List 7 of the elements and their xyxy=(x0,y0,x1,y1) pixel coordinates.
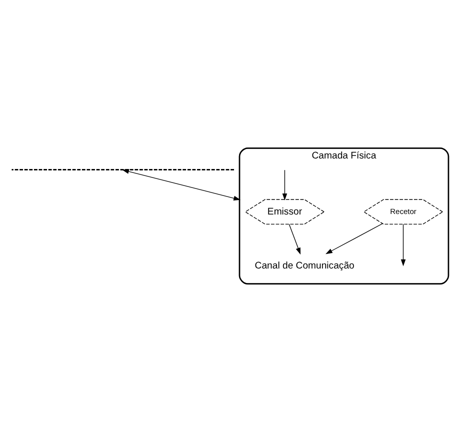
node-text: Canal de Comunicação xyxy=(254,260,354,272)
node-line xyxy=(12,169,234,170)
arrow xyxy=(400,224,406,266)
arrow xyxy=(288,224,301,255)
arrow xyxy=(122,169,241,201)
arrow xyxy=(326,223,383,254)
arrow xyxy=(282,170,288,200)
